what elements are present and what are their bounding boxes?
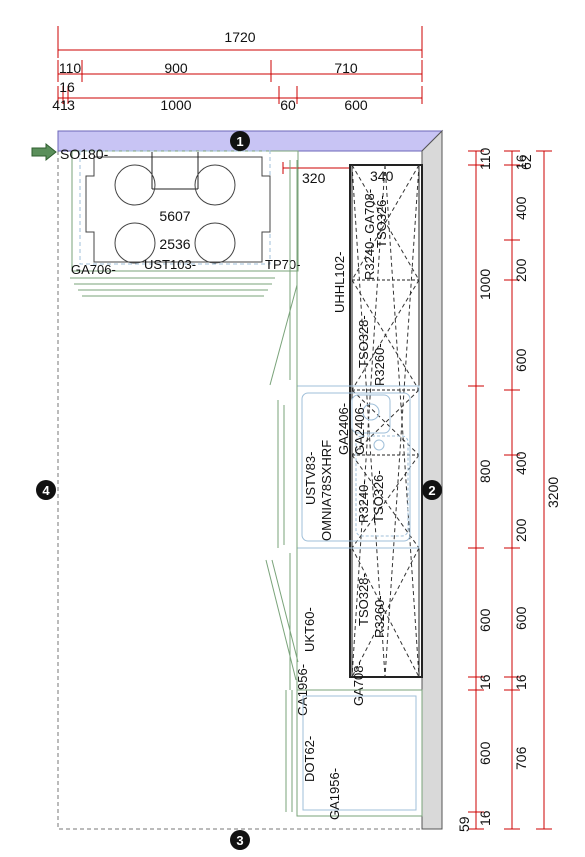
dim-r1-110: 110 <box>477 147 493 170</box>
dim-total-1720: 1720 <box>224 29 255 45</box>
dim-60: 60 <box>280 97 296 113</box>
label-tso328-top: TSO328- <box>356 315 371 368</box>
label-ga2406-b: GA2406- <box>352 403 367 455</box>
burner-2 <box>194 164 236 206</box>
dim-r2-600b: 600 <box>513 606 529 630</box>
room-marker-3: 3 <box>230 830 250 850</box>
burner-4 <box>194 222 236 264</box>
room-marker-4: 4 <box>36 480 56 500</box>
right-dimensions: 110 1000 800 600 16 600 16 16 400 200 60… <box>456 147 561 832</box>
dim-r2-16: 16 <box>513 154 529 170</box>
label-omnia: OMNIA78SXHRF <box>319 440 334 541</box>
label-r3240-mid: R3240- <box>356 480 371 523</box>
burner-1 <box>114 164 156 206</box>
label-uhhl102: UHHL102- <box>332 252 347 313</box>
svg-text:3: 3 <box>236 833 243 848</box>
dim-r2-400b: 400 <box>513 451 529 475</box>
hob-width: 2536 <box>159 236 190 252</box>
dim-r3-62: 62 <box>518 154 534 170</box>
dim-r1-16a: 16 <box>477 674 493 690</box>
dim-r2-400: 400 <box>513 196 529 220</box>
dim-1000: 1000 <box>160 97 191 113</box>
svg-text:2: 2 <box>428 483 435 498</box>
hob-code: 5607 <box>159 208 190 224</box>
label-tso326-top: TSO326- <box>374 195 389 248</box>
room-marker-1: 1 <box>230 131 250 151</box>
label-tso326-mid: TSO326- <box>371 470 386 523</box>
dim-r2-200: 200 <box>513 258 529 282</box>
dim-41: 41 <box>52 97 68 113</box>
label-r3260-low: R3260- <box>372 595 387 638</box>
dim-3: 3 <box>67 97 75 113</box>
bottom-unit <box>285 689 423 817</box>
label-320: 320 <box>302 170 326 186</box>
label-ustv83: USTV83- <box>303 452 318 505</box>
label-ga706: GA706- <box>71 262 116 277</box>
label-ga1956-b: GA1956- <box>327 768 342 820</box>
label-ust103: UST103- <box>144 257 196 272</box>
label-ga2406-a: GA2406- <box>336 403 351 455</box>
dim-r2-16b: 16 <box>513 674 529 690</box>
label-ga708-low: GA708- <box>351 661 366 706</box>
dim-r2-59: 59 <box>456 816 472 832</box>
dim-r2-706: 706 <box>513 746 529 770</box>
arrow-icon <box>31 142 57 162</box>
label-340: 340 <box>370 168 394 184</box>
dim-r2-200b: 200 <box>513 518 529 542</box>
room-marker-2: 2 <box>422 480 442 500</box>
dim-110: 110 <box>59 60 82 76</box>
label-r3240-ga708: R3240- GA708- <box>362 189 377 280</box>
label-tp70: TP70- <box>265 257 300 272</box>
dim-710: 710 <box>334 60 358 76</box>
dim-600: 600 <box>344 97 368 113</box>
label-so180: SO180- <box>60 146 109 162</box>
burner-3 <box>114 222 156 264</box>
svg-text:4: 4 <box>42 483 50 498</box>
dim-r1-600: 600 <box>477 608 493 632</box>
corner-hob-unit: 5607 2536 <box>70 150 299 297</box>
dim-total-3200: 3200 <box>545 477 561 508</box>
label-tso328-low: TSO328- <box>356 573 371 626</box>
dim-r1-600b: 600 <box>477 741 493 765</box>
label-dot62: DOT62- <box>302 736 317 782</box>
label-r3260-top: R3260- <box>372 343 387 386</box>
svg-text:1: 1 <box>236 134 243 149</box>
dim-16: 16 <box>59 79 75 95</box>
dim-r1-16b: 16 <box>477 810 493 826</box>
dim-r2-600: 600 <box>513 348 529 372</box>
dim-900: 900 <box>164 60 188 76</box>
label-ukt60: UKT60- <box>302 607 317 652</box>
dim-r1-1000: 1000 <box>477 269 493 300</box>
dim-r1-800: 800 <box>477 459 493 483</box>
top-dimensions: 1720 110 900 710 16 41 3 1000 60 600 <box>52 26 423 113</box>
